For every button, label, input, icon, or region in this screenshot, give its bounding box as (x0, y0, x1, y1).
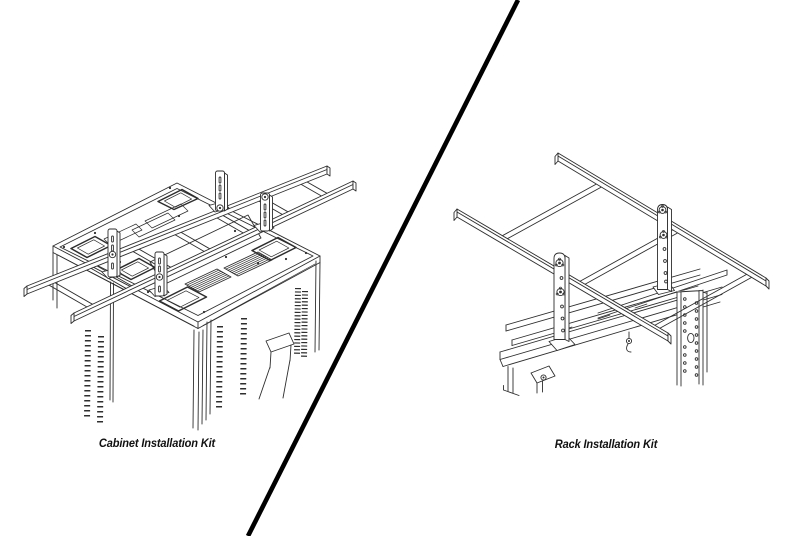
hanger-bracket (548, 252, 576, 351)
hanger-brackets (548, 204, 675, 351)
rack-illustration (453, 152, 770, 396)
post-holes (683, 297, 699, 377)
divider-line (245, 0, 521, 536)
vent-grille (223, 251, 273, 277)
bracket (101, 228, 123, 279)
rack-post (676, 289, 708, 387)
hanger-bracket (652, 204, 675, 295)
cabinet-caption: Cabinet Installation Kit (98, 438, 216, 450)
bracket (148, 251, 170, 297)
mounting-brackets (101, 170, 275, 297)
vent-grille (184, 268, 232, 293)
ladder-rack (453, 152, 770, 345)
bracket (208, 170, 230, 213)
bracket (253, 192, 275, 233)
cabinet-illustration (23, 165, 357, 431)
rack-caption: Rack Installation Kit (554, 439, 658, 451)
rack-top-channel (499, 268, 723, 396)
cabinet-body (52, 252, 321, 431)
